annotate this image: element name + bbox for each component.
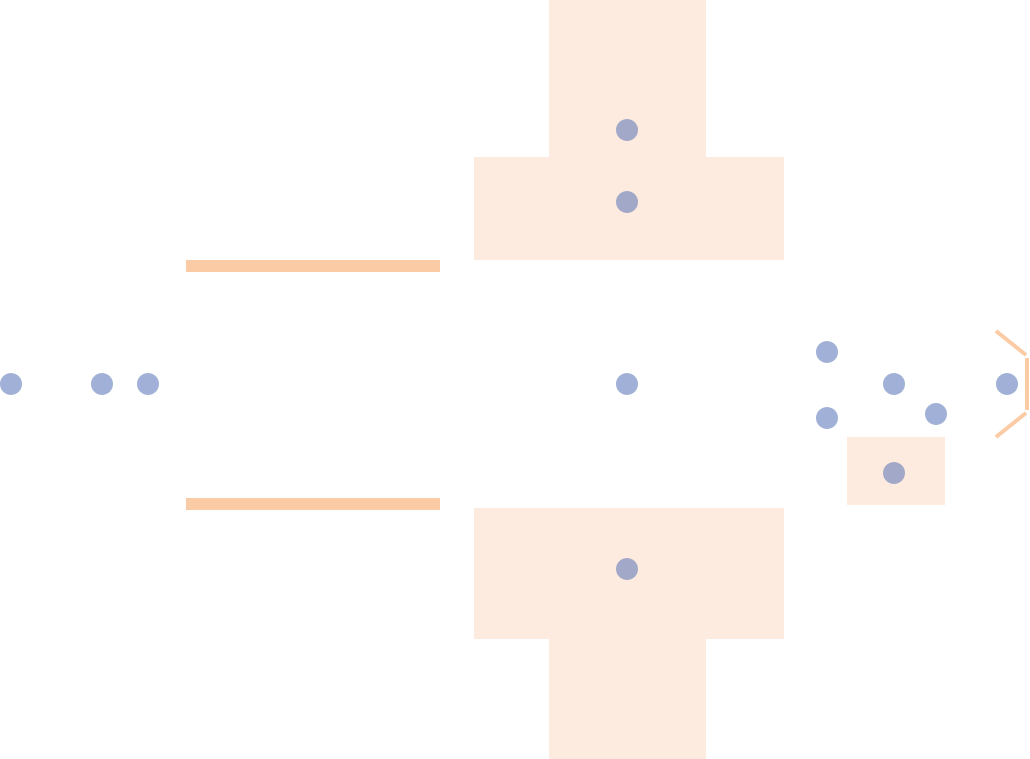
node[interactable] xyxy=(883,462,905,484)
node[interactable] xyxy=(616,558,638,580)
node[interactable] xyxy=(616,191,638,213)
node[interactable] xyxy=(91,373,113,395)
node[interactable] xyxy=(0,373,22,395)
wall-top xyxy=(186,260,440,272)
node[interactable] xyxy=(616,119,638,141)
node[interactable] xyxy=(925,403,947,425)
node[interactable] xyxy=(996,373,1018,395)
node[interactable] xyxy=(816,341,838,363)
node[interactable] xyxy=(816,407,838,429)
node[interactable] xyxy=(137,373,159,395)
zone-bottom-narrow xyxy=(549,639,706,759)
wall-bottom xyxy=(186,498,440,510)
node[interactable] xyxy=(616,373,638,395)
node[interactable] xyxy=(883,373,905,395)
